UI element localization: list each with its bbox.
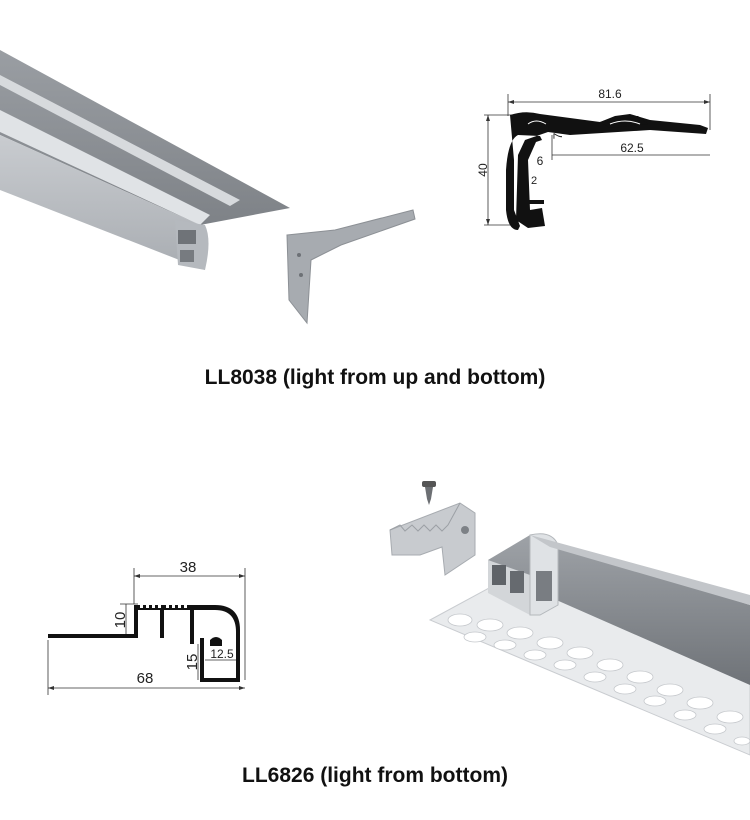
screw-icon (422, 481, 436, 505)
ll8038-dimension-drawing: 81.6 40 62.5 6 7 11 2 (476, 87, 711, 230)
dim-15: 15 (184, 654, 201, 671)
ll8038-end-bracket (286, 209, 416, 325)
dim-6: 6 (537, 154, 544, 168)
dim-7: 7 (551, 132, 565, 139)
dim-inner-width-62-5: 62.5 (620, 141, 644, 155)
ll6826-caption: LL6826 (light from bottom) (242, 764, 508, 787)
dim-2: 2 (531, 175, 537, 187)
ll6826-profile-render (389, 481, 750, 756)
dim-10: 10 (112, 612, 129, 629)
dim-12-5: 12.5 (210, 647, 234, 661)
ll6826-dimension-drawing: 38 10 15 12.5 68 (47, 559, 246, 695)
ll8038-caption: LL8038 (light from up and bottom) (204, 366, 546, 389)
dim-height-40: 40 (476, 163, 490, 177)
ll8038-profile-render (0, 50, 290, 270)
dim-width-81-6: 81.6 (598, 87, 622, 101)
dim-38: 38 (180, 559, 197, 576)
dim-68: 68 (137, 670, 154, 687)
